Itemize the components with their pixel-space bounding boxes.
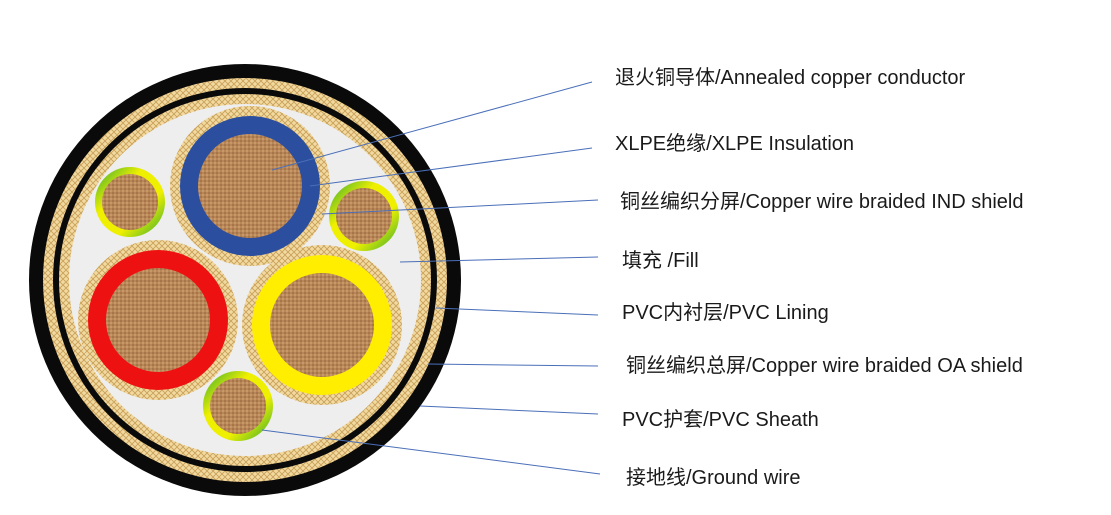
ground-wire-bottom <box>203 371 273 441</box>
core-red <box>78 240 238 400</box>
leader-line-oa-shield <box>427 363 599 367</box>
label-lining: PVC内衬层/PVC Lining <box>622 302 829 324</box>
core-blue <box>170 106 330 266</box>
label-ind-shield: 铜丝编织分屏/Copper wire braided IND shield <box>620 191 1024 213</box>
leader-line-ground <box>261 429 601 475</box>
core-yellow <box>242 245 402 405</box>
leader-line-sheath <box>419 405 599 415</box>
label-insulation: XLPE绝缘/XLPE Insulation <box>615 133 855 155</box>
label-oa-shield: 铜丝编织总屏/Copper wire braided OA shield <box>626 355 1023 377</box>
label-ground: 接地线/Ground wire <box>626 467 801 489</box>
label-sheath: PVC护套/PVC Sheath <box>622 409 819 431</box>
ground-wire-right <box>329 181 399 251</box>
label-conductor: 退火铜导体/Annealed copper conductor <box>615 67 966 89</box>
leader-line-fill <box>399 256 599 263</box>
ground-wire-left <box>95 167 165 237</box>
leader-line-lining <box>435 307 599 316</box>
leader-line-conductor <box>271 81 593 171</box>
label-fill: 填充 /Fill <box>622 250 699 272</box>
leader-line-insulation <box>309 147 593 187</box>
leader-line-ind-shield <box>321 199 599 215</box>
